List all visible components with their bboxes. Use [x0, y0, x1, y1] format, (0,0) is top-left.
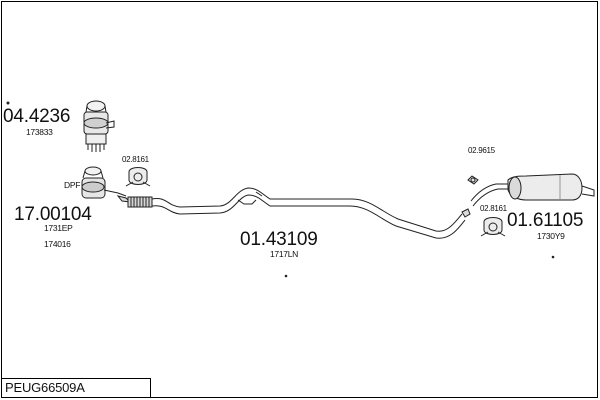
mounting-rubber-b-icon	[480, 217, 506, 237]
mounting-rubber-a-icon	[125, 167, 151, 187]
pipe-end-connector-icon	[461, 208, 471, 218]
rear-muffler-icon	[470, 173, 595, 207]
diagram-code-box	[1, 378, 151, 398]
dpf-reference-2: 174016	[44, 239, 71, 249]
dpf-canister-icon	[81, 166, 127, 199]
dpf-tag: DPF	[64, 180, 81, 190]
rear-muffler-part-number: 01.61105	[507, 210, 584, 231]
rear-box-reference: 173833	[26, 127, 53, 137]
mount-a-part-number: 02.8161	[122, 155, 149, 164]
clamp-part-number: 02.9615	[468, 146, 495, 155]
mount-b-part-number: 02.8161	[480, 204, 507, 213]
center-pipe-part-number: 01.43109	[240, 229, 318, 250]
dpf-reference-1: 1731EP	[44, 223, 73, 233]
dpf-part-number: 17.00104	[14, 204, 92, 225]
front-flex-connector-icon	[116, 195, 153, 208]
center-pipe-line	[151, 187, 466, 239]
rear-box-part-number: 04.4236	[3, 106, 71, 127]
rear-muffler-reference: 1730Y9	[537, 231, 565, 241]
clamp-icon	[467, 175, 479, 185]
center-pipe-reference: 1717LN	[270, 249, 298, 259]
diagram-code: PEUG66509A	[5, 380, 85, 395]
rear-box-canister-icon	[83, 100, 115, 152]
